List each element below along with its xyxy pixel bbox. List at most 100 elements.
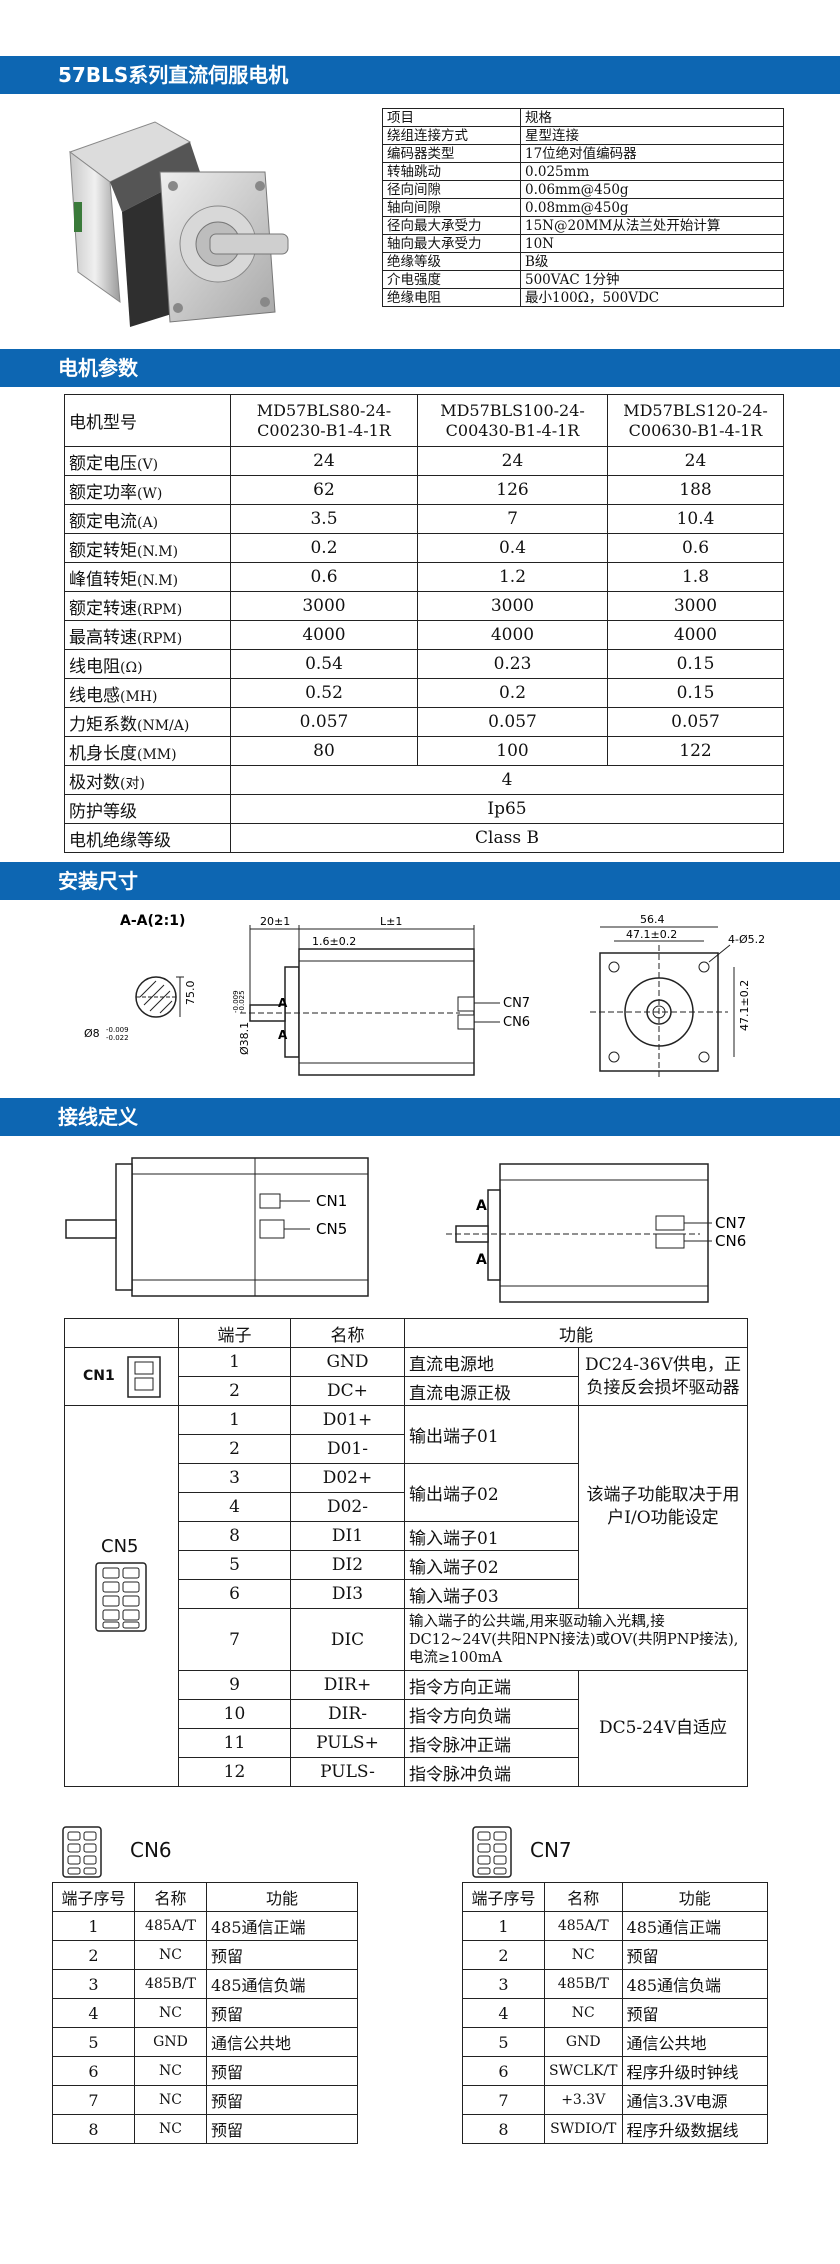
- pin-no: 2: [178, 1376, 291, 1406]
- pin-name: DI1: [290, 1521, 405, 1551]
- table-cell: 6: [462, 2056, 545, 2086]
- section-title: 接线定义: [58, 1105, 138, 1129]
- table-cell: 485通信负端: [206, 1969, 358, 1999]
- pin-no: 11: [178, 1728, 291, 1758]
- motor-side-flange: [284, 966, 300, 1058]
- table-row: 绝缘电阻最小100Ω，500VDC: [382, 288, 784, 307]
- dc-note: DC5-24V自适应: [578, 1670, 748, 1787]
- table-cell: 径向最大承受力: [382, 216, 521, 235]
- param-name: 电机绝缘等级: [69, 830, 171, 851]
- pin-no: 7: [178, 1608, 291, 1671]
- table-cell: 8: [52, 2114, 135, 2144]
- table-cell: 项目: [382, 108, 521, 127]
- pin-name: D02+: [290, 1463, 405, 1493]
- wiring-bar: 接线定义: [0, 1098, 840, 1136]
- col-name: 名称: [290, 1318, 405, 1348]
- table-cell: 3000: [607, 591, 784, 621]
- table-cell: 3000: [417, 591, 608, 621]
- param-unit: (MH): [120, 688, 158, 705]
- dic-function: 输入端子的公共端,用来驱动输入光耦,接DC12~24V(共阳NPN接法)或OV(…: [404, 1608, 748, 1671]
- table-cell: 485B/T: [134, 1969, 207, 1999]
- table-cell: 1.8: [607, 562, 784, 592]
- table-cell: 0.2: [230, 533, 418, 563]
- table-cell: Ip65: [230, 794, 784, 824]
- cn7-label: CN7: [503, 996, 530, 1011]
- pin-function: 输入端子01: [404, 1521, 579, 1551]
- table-cell: 名称: [134, 1882, 207, 1912]
- table-cell: 24: [230, 446, 418, 476]
- table-cell: 0.6: [230, 562, 418, 592]
- pin-name: GND: [290, 1347, 405, 1377]
- table-cell: 62: [230, 475, 418, 505]
- table-cell: 通信公共地: [206, 2027, 358, 2057]
- param-label: 线电感(MH): [64, 678, 231, 708]
- table-cell: Class B: [230, 823, 784, 853]
- cn6-connector-icon: [62, 1826, 102, 1878]
- pin-no: 2: [178, 1434, 291, 1464]
- pin-no: 3: [178, 1463, 291, 1493]
- table-cell: 8: [462, 2114, 545, 2144]
- table-cell: 0.057: [607, 707, 784, 737]
- table-cell: 预留: [206, 2114, 358, 2144]
- pin-name: D01-: [290, 1434, 405, 1464]
- param-label: 电机绝缘等级: [64, 823, 231, 853]
- table-cell: 预留: [621, 1940, 769, 1970]
- table-cell: 0.15: [607, 649, 784, 679]
- table-cell: 通信3.3V电源: [621, 2085, 769, 2115]
- table-cell: 最小100Ω，500VDC: [520, 288, 784, 307]
- table-cell: 径向间隙: [382, 180, 521, 199]
- page-title: 57BLS系列直流伺服电机: [58, 63, 289, 87]
- param-unit: (Ω): [120, 659, 143, 676]
- dim-s4: Ø38.1: [238, 1022, 251, 1055]
- param-label: 极对数(对): [64, 765, 231, 795]
- table-cell: 24: [417, 446, 608, 476]
- table-cell: GND: [544, 2027, 623, 2057]
- param-unit: (MM): [137, 746, 177, 763]
- table-cell: 预留: [206, 1998, 358, 2028]
- cn7-title: CN7: [530, 1838, 572, 1862]
- table-cell: 2: [52, 1940, 135, 1970]
- wiring-drawing: CN1 CN5 CN7 CN6 A A: [65, 1157, 746, 1303]
- pin-function: 指令脉冲负端: [404, 1757, 579, 1787]
- pin-function: 直流电源地: [404, 1347, 579, 1377]
- table-cell: NC: [134, 1998, 207, 2028]
- pin-function: 指令脉冲正端: [404, 1728, 579, 1758]
- cn5-side-label: CN5: [316, 1220, 347, 1238]
- param-unit: (A): [137, 514, 159, 531]
- table-header-row: 端子序号名称功能: [52, 1882, 358, 1912]
- col-terminal: 端子: [178, 1318, 291, 1348]
- param-unit: (NM/A): [137, 717, 190, 734]
- pin-name: D01+: [290, 1405, 405, 1435]
- table-cell: 0.057: [417, 707, 608, 737]
- table-row: 极对数(对)4: [64, 765, 784, 795]
- pin-no: 1: [178, 1347, 291, 1377]
- table-cell: 0.08mm@450g: [520, 198, 784, 217]
- table-cell: 绕组连接方式: [382, 126, 521, 145]
- param-label: 额定转矩(N.M): [64, 533, 231, 563]
- table-cell: 2: [462, 1940, 545, 1970]
- table-cell: 预留: [206, 1940, 358, 1970]
- table-cell: 0.06mm@450g: [520, 180, 784, 199]
- table-cell: 10N: [520, 234, 784, 253]
- pin-function: 输出端子02: [404, 1463, 579, 1522]
- table-cell: NC: [134, 2056, 207, 2086]
- cn5-connector-icon: [95, 1562, 147, 1632]
- pin-no: 4: [178, 1492, 291, 1522]
- table-cell: 80: [230, 736, 418, 766]
- table-cell: 100: [417, 736, 608, 766]
- pin-function: 指令方向负端: [404, 1699, 579, 1729]
- table-cell: 7: [417, 504, 608, 534]
